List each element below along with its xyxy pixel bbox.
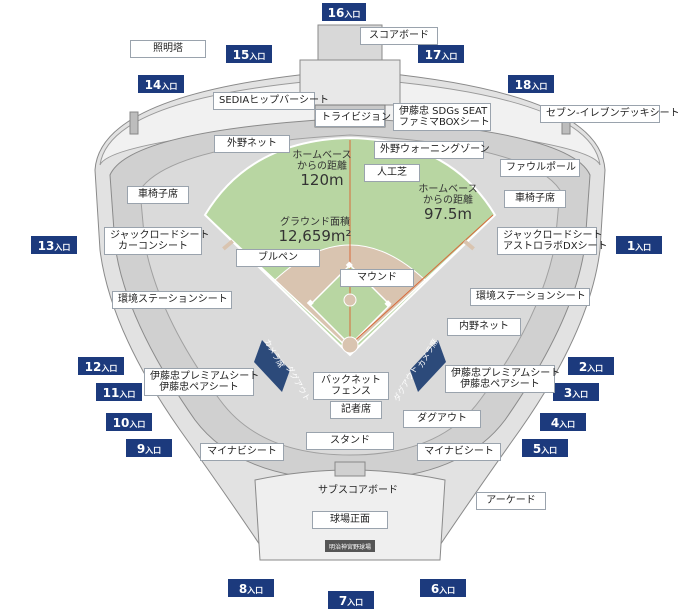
- label-outfield-net: 外野ネット: [214, 135, 290, 153]
- label-mound: マウンド: [340, 269, 414, 287]
- label-front: 球場正面: [312, 511, 388, 529]
- label-press: 記者席: [330, 401, 382, 419]
- gate-14[interactable]: 14入口: [138, 75, 184, 93]
- gate-6[interactable]: 6入口: [420, 579, 466, 597]
- label-stand: スタンド: [306, 432, 394, 450]
- ground-area: グラウンド面積 12,659m²: [278, 217, 352, 245]
- label-sedia: SEDIAヒップバーシート: [213, 92, 329, 110]
- gate-15[interactable]: 15入口: [226, 45, 272, 63]
- gate-18[interactable]: 18入口: [508, 75, 554, 93]
- scoreboard-base: [299, 59, 401, 106]
- label-infield-net: 内野ネット: [447, 318, 521, 336]
- label-mynavi-right: マイナビシート: [417, 443, 501, 461]
- label-backnet: バックネットフェンス: [313, 372, 389, 400]
- side-distance: ホームベース からの距離 97.5m: [418, 184, 478, 223]
- gate-1[interactable]: 1入口: [616, 236, 662, 254]
- gate-16[interactable]: 16入口: [322, 3, 366, 21]
- gate-9[interactable]: 9入口: [126, 439, 172, 457]
- label-foul-pole: ファウルポール: [500, 159, 580, 177]
- label-arcade: アーケード: [476, 492, 546, 510]
- second-base: [345, 261, 353, 269]
- sub-scoreboard: [334, 461, 366, 477]
- label-trivision: トライビジョン: [315, 109, 391, 127]
- third-base: [306, 299, 314, 307]
- label-jack-right: ジャックロードシートアストロラボDXシート: [497, 227, 608, 255]
- label-dugout: ダグアウト: [403, 410, 481, 428]
- label-sub-scoreboard: サブスコアボード: [318, 485, 398, 496]
- distance-line-right: [349, 214, 494, 346]
- foul-line-right: [349, 214, 496, 351]
- bullpen-right: [463, 239, 475, 251]
- gate-5[interactable]: 5入口: [522, 439, 568, 457]
- label-bullpen: ブルペン: [236, 249, 320, 267]
- gate-2[interactable]: 2入口: [568, 357, 614, 375]
- label-wheelchair-right: 車椅子席: [504, 190, 566, 208]
- dugout-right: [410, 340, 446, 392]
- pitchers-mound: [343, 293, 357, 307]
- light-tower-left: [129, 111, 139, 135]
- label-wheelchair-left: 車椅子席: [127, 186, 189, 204]
- gate-17[interactable]: 17入口: [418, 45, 464, 63]
- gate-4[interactable]: 4入口: [540, 413, 586, 431]
- label-env-right: 環境ステーションシート: [470, 288, 590, 306]
- label-env-left: 環境ステーションシート: [112, 291, 232, 309]
- front-sign: [325, 540, 375, 552]
- label-scoreboard: スコアボード: [360, 27, 438, 45]
- home-plate-area: [341, 336, 359, 354]
- first-base: [384, 300, 392, 308]
- dugout-left: [254, 340, 290, 392]
- gate-3[interactable]: 3入口: [553, 383, 599, 401]
- center-distance: ホームベース からの距離 120m: [292, 150, 352, 189]
- gate-10[interactable]: 10入口: [106, 413, 152, 431]
- building-sign-text: 明治神宮野球場: [328, 544, 371, 551]
- label-outfield-warning: 外野ウォーニングゾーン: [374, 141, 490, 159]
- bullpen-left: [222, 239, 234, 251]
- gate-8[interactable]: 8入口: [228, 579, 274, 597]
- label-jack-left: ジャックロードシートカーコンシート: [104, 227, 210, 255]
- gate-13[interactable]: 13入口: [31, 236, 77, 254]
- gate-12[interactable]: 12入口: [78, 357, 124, 375]
- label-premium-left: 伊藤忠プレミアムシート伊藤忠ペアシート: [144, 368, 259, 396]
- label-lights: 照明塔: [130, 40, 206, 58]
- label-artificial-turf: 人工芝: [364, 164, 420, 182]
- label-premium-right: 伊藤忠プレミアムシート伊藤忠ペアシート: [445, 365, 560, 393]
- label-seven-deck: セブン-イレブンデッキシート: [540, 105, 680, 123]
- foul-line-left: [204, 214, 351, 351]
- gate-7[interactable]: 7入口: [328, 591, 374, 609]
- gate-11[interactable]: 11入口: [96, 383, 142, 401]
- label-mynavi-left: マイナビシート: [200, 443, 284, 461]
